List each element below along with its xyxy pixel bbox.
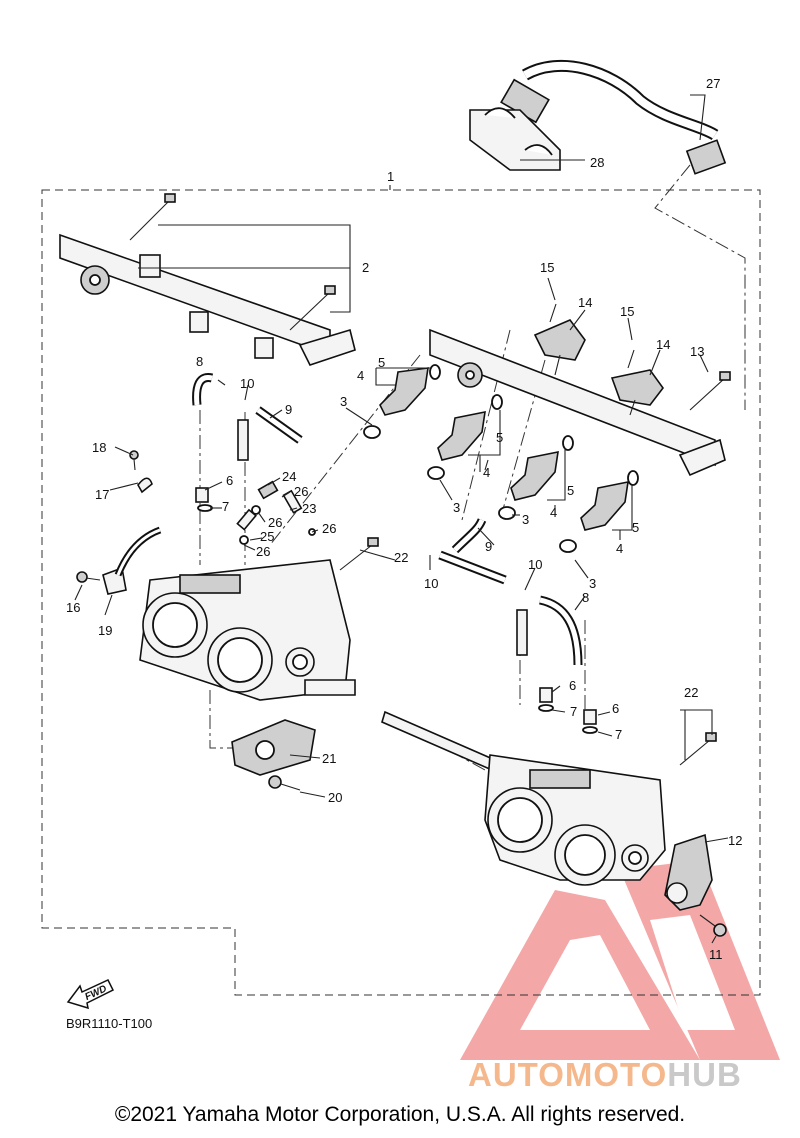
fuel-hose — [500, 59, 727, 175]
throttle-body-rear — [139, 559, 356, 701]
callout: 25 — [260, 529, 274, 544]
throttle-position-sensor — [231, 719, 316, 776]
callout: 6 — [569, 678, 576, 693]
callout: 26 — [268, 515, 282, 530]
caps-and-clamps — [195, 487, 598, 734]
callout: 8 — [582, 590, 589, 605]
callout: 23 — [302, 501, 316, 516]
callout: 22 — [684, 685, 698, 700]
callout: 15 — [620, 304, 634, 319]
throttle-body-front — [484, 754, 666, 886]
callout: 10 — [424, 576, 438, 591]
callout: 16 — [66, 600, 80, 615]
callout: 14 — [578, 295, 592, 310]
leader-lines — [74, 94, 729, 944]
callout: 21 — [322, 751, 336, 766]
fwd-label: FWD — [83, 983, 108, 1003]
callout: 6 — [226, 473, 233, 488]
callout: 14 — [656, 337, 670, 352]
callout: 8 — [196, 354, 203, 369]
callout: 7 — [615, 727, 622, 742]
callout: 5 — [496, 430, 503, 445]
watermark-logo — [460, 860, 780, 1060]
callout: 6 — [612, 701, 619, 716]
o-rings — [363, 364, 639, 553]
callout: 3 — [522, 512, 529, 527]
rail-bolts — [129, 193, 336, 331]
brand-part-1: AUTOMOTO — [468, 1056, 668, 1093]
callout: 22 — [394, 550, 408, 565]
fuel-rail-left — [59, 233, 356, 366]
assembly-boundary — [41, 189, 761, 996]
callout: 4 — [483, 465, 490, 480]
hose-holder — [469, 107, 561, 171]
callout: 1 — [387, 169, 394, 184]
callout: 3 — [589, 576, 596, 591]
copyright-notice: ©2021 Yamaha Motor Corporation, U.S.A. A… — [114, 1103, 686, 1126]
callout: 4 — [616, 541, 623, 556]
callout: 7 — [570, 704, 577, 719]
brand-part-2: HUB — [667, 1056, 742, 1093]
callout: 26 — [322, 521, 336, 536]
callout: 10 — [528, 557, 542, 572]
callout: 20 — [328, 790, 342, 805]
callout: 2 — [362, 260, 369, 275]
fuel-rail-right — [429, 328, 726, 477]
callout: 13 — [690, 344, 704, 359]
callout: 24 — [282, 469, 296, 484]
bolt-13 — [689, 371, 731, 411]
callout: 15 — [540, 260, 554, 275]
sensor-12 — [664, 833, 713, 911]
callout-labels: 1 2 3 3 3 3 4 4 4 4 5 5 5 5 6 6 6 7 7 7 … — [66, 76, 742, 962]
vacuum-hoses — [192, 373, 583, 666]
screws-and-brackets — [76, 450, 727, 937]
callout: 27 — [706, 76, 720, 91]
callout: 5 — [632, 520, 639, 535]
callout: 3 — [453, 500, 460, 515]
callout: 18 — [92, 440, 106, 455]
callout: 26 — [294, 484, 308, 499]
callout: 7 — [222, 499, 229, 514]
callout: 4 — [357, 368, 364, 383]
watermark-brand: AUTOMOTOHUB — [468, 1056, 742, 1094]
fuel-injectors — [379, 367, 629, 531]
callout: 26 — [256, 544, 270, 559]
fittings-small — [236, 480, 316, 545]
pressure-regulators — [533, 303, 664, 416]
callout: 10 — [240, 376, 254, 391]
screws-22 — [339, 537, 717, 766]
callout: 9 — [285, 402, 292, 417]
callout: 4 — [550, 505, 557, 520]
callout: 19 — [98, 623, 112, 638]
callout: 28 — [590, 155, 604, 170]
callout: 3 — [340, 394, 347, 409]
throttle-shaft — [381, 710, 496, 772]
callout: 5 — [378, 355, 385, 370]
callout: 9 — [485, 539, 492, 554]
callout: 5 — [567, 483, 574, 498]
callout: 11 — [709, 947, 723, 962]
callout: 12 — [728, 833, 742, 848]
reference-code: B9R1110-T100 — [66, 1016, 153, 1031]
callout: 17 — [95, 487, 109, 502]
fwd-arrow-icon: FWD — [66, 979, 115, 1010]
